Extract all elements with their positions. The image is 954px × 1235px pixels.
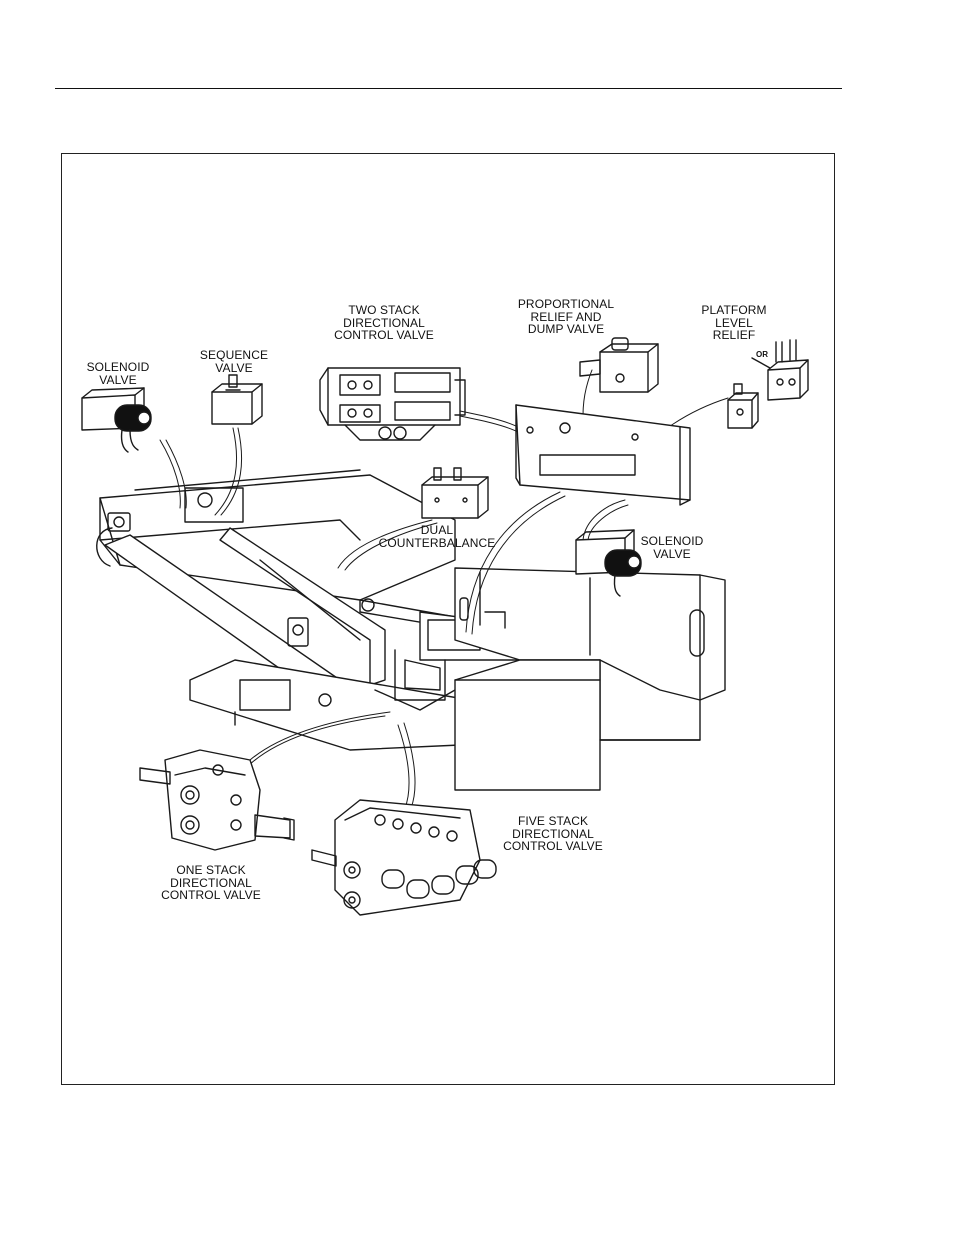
manifold-plate [516, 405, 690, 505]
label-two-stack-directional-control-valve: TWO STACK DIRECTIONAL CONTROL VALVE [328, 304, 440, 342]
five-stack-valve-part [312, 800, 496, 915]
platform-level-relief-part [728, 340, 808, 428]
label-sequence-valve: SEQUENCE VALVE [194, 349, 274, 374]
proportional-relief-dump-valve-part [580, 338, 658, 392]
sequence-valve-part [212, 375, 262, 424]
label-solenoid-valve-right: SOLENOID VALVE [632, 535, 712, 560]
label-platform-level-relief: PLATFORM LEVEL RELIEF [694, 304, 774, 342]
label-five-stack-directional-control-valve: FIVE STACK DIRECTIONAL CONTROL VALVE [492, 815, 614, 853]
chassis-frame [97, 470, 725, 790]
solenoid-valve-left-part [82, 388, 151, 452]
dual-counterbalance-part [422, 468, 488, 518]
label-solenoid-valve-left: SOLENOID VALVE [78, 361, 158, 386]
one-stack-valve-part [140, 750, 294, 850]
label-one-stack-directional-control-valve: ONE STACK DIRECTIONAL CONTROL VALVE [150, 864, 272, 902]
label-proportional-relief-dump-valve: PROPORTIONAL RELIEF AND DUMP VALVE [510, 298, 622, 336]
label-or: OR [756, 350, 768, 359]
label-dual-counterbalance: DUAL COUNTERBALANCE [372, 524, 502, 549]
two-stack-valve-part [320, 368, 465, 440]
